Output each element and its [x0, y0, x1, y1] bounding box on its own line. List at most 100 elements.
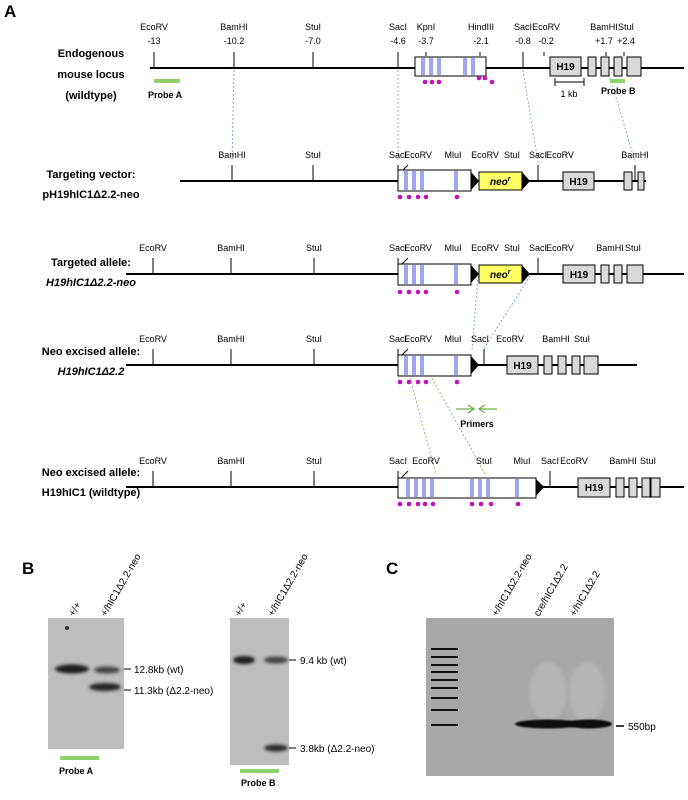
- row2-site: EcoRV: [471, 150, 499, 160]
- scale-bar-label: 1 kb: [560, 89, 577, 99]
- scale-bar: [554, 78, 585, 86]
- row2-loxp-2: [522, 172, 530, 190]
- gel3-lane-label: +/hIC1Δ2.2: [568, 569, 603, 618]
- gel2-probe-bar: [240, 769, 279, 773]
- gel2-band-wt-het: [264, 656, 288, 664]
- gel2-band-wt: [233, 656, 255, 664]
- row1-site: StuI: [618, 22, 634, 32]
- gel2-band-mut: [264, 744, 288, 752]
- probe-b-label: Probe B: [601, 86, 636, 96]
- probe-a-bar: [154, 79, 180, 83]
- row4-site: SacI: [471, 334, 489, 344]
- row1-site: HindIII: [468, 22, 494, 32]
- row2-site: MluI: [444, 150, 461, 160]
- row3-title-line2: H19hIC1Δ2.2-neo: [46, 277, 136, 289]
- row3-site: StuI: [306, 243, 322, 253]
- row3-site: SacI: [529, 243, 547, 253]
- row5-title-line2: H19hIC1 (wildtype): [42, 487, 141, 499]
- row1-title-line2: mouse locus: [57, 69, 124, 81]
- gel2-lane-label: +/+: [233, 600, 250, 618]
- gel2-probe-label: Probe B: [241, 778, 276, 788]
- row-neo-excised-delta: Neo excised allele: H19hIC1Δ2.2 EcoRV Ba…: [42, 334, 637, 429]
- row5-site: BamHI: [609, 456, 637, 466]
- row4-h19-label: H19: [513, 361, 532, 372]
- row2-insulator-box: [397, 169, 472, 192]
- row4-site: StuI: [306, 334, 322, 344]
- gel1-lane-label: +/hIC1Δ2.2-neo: [99, 552, 144, 619]
- row2-neo-label: neo: [490, 177, 508, 188]
- row5-h19-exon: [577, 477, 611, 498]
- row5-h19-label: H19: [585, 483, 604, 494]
- row1-site: KpnI: [417, 22, 436, 32]
- row2-loxp-1: [471, 172, 479, 190]
- excision-lines: [409, 377, 486, 475]
- gel3-band-cre: [515, 719, 581, 729]
- row3-site: EcoRV: [546, 243, 574, 253]
- row3-site: StuI: [504, 243, 520, 253]
- row1-site: StuI: [305, 22, 321, 32]
- primers-label: Primers: [460, 419, 494, 429]
- row5-site: EcoRV: [412, 456, 440, 466]
- gel1-lane-label: +/+: [67, 600, 84, 618]
- row3-site: EcoRV: [139, 243, 167, 253]
- row1-site: BamHI: [220, 22, 248, 32]
- gel3-lane-label: cre/hIC1Δ2.2: [532, 562, 571, 618]
- panel-label-c: C: [386, 559, 398, 578]
- row4-title-line1: Neo excised allele:: [42, 346, 140, 358]
- row3-title-line1: Targeted allele:: [51, 257, 131, 269]
- row1-site: EcoRV: [532, 22, 560, 32]
- row-neo-excised-wildtype: Neo excised allele: H19hIC1 (wildtype) E…: [42, 456, 684, 507]
- row2-site: BamHI: [218, 150, 246, 160]
- row4-site: EcoRV: [404, 334, 432, 344]
- row1-coord: -10.2: [224, 36, 245, 46]
- row5-site: BamHI: [217, 456, 245, 466]
- row3-insulator-box: [397, 263, 472, 286]
- gel-probe-a: +/+ +/hIC1Δ2.2-neo 12.8kb (wt) 11.3kb (Δ…: [48, 552, 213, 776]
- panel-label-a: A: [4, 2, 16, 21]
- row5-site: EcoRV: [560, 456, 588, 466]
- gel2-band-label: 3.8kb (Δ2.2-neo): [300, 744, 375, 755]
- row5-site: StuI: [476, 456, 492, 466]
- row4-insulator-box: [397, 354, 472, 377]
- row4-h19-exon: [506, 355, 539, 375]
- row5-site: SacI: [541, 456, 559, 466]
- row3-neo-sup: r: [508, 269, 512, 276]
- row3-site: MluI: [444, 243, 461, 253]
- row1-title-line3: (wildtype): [65, 90, 117, 102]
- row1-h19-exon: [549, 56, 582, 77]
- row5-loxp: [536, 479, 544, 496]
- row5-site: EcoRV: [139, 456, 167, 466]
- row4-site: BamHI: [217, 334, 245, 344]
- svg-text:neor: neor: [490, 269, 512, 281]
- row2-site: SacI: [529, 150, 547, 160]
- row4-site: MluI: [444, 334, 461, 344]
- row2-site: SacI: [389, 150, 407, 160]
- gel1-band-label: 12.8kb (wt): [134, 665, 183, 676]
- row2-title-line1: Targeting vector:: [46, 169, 135, 181]
- row4-site: EcoRV: [139, 334, 167, 344]
- row-targeted-allele: Targeted allele: H19hIC1Δ2.2-neo EcoRV B…: [46, 243, 684, 295]
- row1-site: BamHI: [590, 22, 618, 32]
- row3-site: BamHI: [217, 243, 245, 253]
- row1-coord: +2.4: [617, 36, 635, 46]
- row2-site: StuI: [504, 150, 520, 160]
- row4-loxp: [471, 356, 479, 374]
- gel1-probe-bar: [60, 756, 99, 760]
- gel2-membrane: [230, 618, 289, 765]
- gel1-band-mut: [89, 683, 121, 691]
- row1-insulator-box: [414, 56, 487, 77]
- row1-repeat-blocks: [421, 58, 475, 75]
- row1-h19-label: H19: [556, 62, 575, 73]
- row4-site: SacI: [389, 334, 407, 344]
- row2-site: StuI: [305, 150, 321, 160]
- row3-neo-label: neo: [490, 270, 508, 281]
- gel3-band-del: [566, 719, 612, 729]
- primer-arrows: [456, 404, 497, 414]
- row1-site: SacI: [514, 22, 532, 32]
- row1-coord: -0.2: [538, 36, 554, 46]
- row1-ctcf-dots: [422, 75, 495, 85]
- row2-title-line2: pH19hIC1Δ2.2-neo: [42, 189, 139, 201]
- alignment-lines: [231, 69, 636, 351]
- row3-site: BamHI: [596, 243, 624, 253]
- row5-site: SacI: [389, 456, 407, 466]
